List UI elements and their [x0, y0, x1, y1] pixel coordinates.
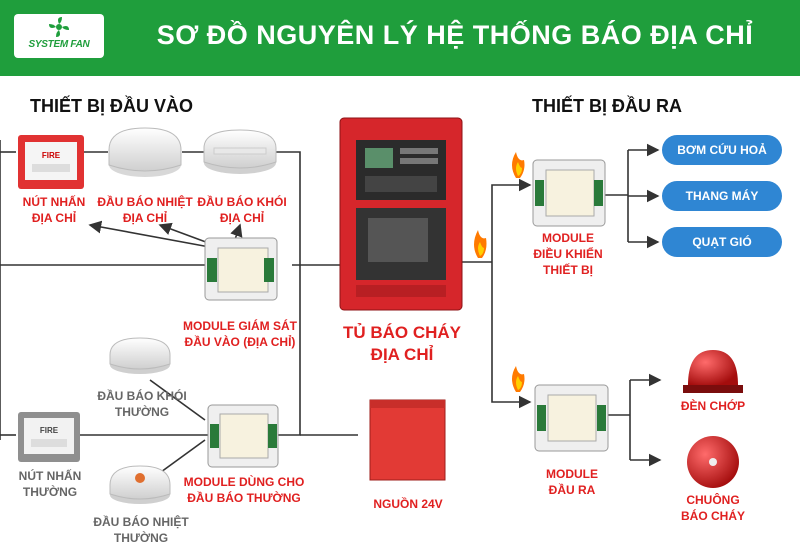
- logo-text: SYSTEM FAN: [28, 39, 90, 50]
- flame-icon: [474, 230, 487, 258]
- strobe-label: ĐÈN CHỚP: [680, 399, 746, 413]
- power-label: NGUỒN 24V: [373, 497, 443, 511]
- strobe-light: [683, 350, 743, 393]
- smoke-detector-addressable: [203, 129, 277, 174]
- page-title: SƠ ĐỒ NGUYÊN LÝ HỆ THỐNG BÁO ĐỊA CHỈ: [156, 20, 754, 50]
- heat-detector-addressable-label: ĐẦU BÁO NHIỆT ĐỊA CHỈ: [97, 195, 193, 225]
- control-module-label: MODULE ĐIỀU KHIỂN THIẾT BỊ: [533, 231, 603, 277]
- fire-alarm-panel: [339, 117, 463, 311]
- heat-detector-conventional-label: ĐẦU BÁO NHIỆT THƯỜNG: [93, 515, 189, 545]
- call-point-conventional-label: NÚT NHẤN THƯỜNG: [18, 469, 82, 499]
- smoke-detector-addressable-label: ĐẦU BÁO KHÓI ĐỊA CHỈ: [197, 195, 287, 225]
- elevator-pill: THANG MÁY: [662, 181, 782, 211]
- svg-text:FIRE: FIRE: [42, 151, 61, 160]
- monitor-module-label: MODULE GIÁM SÁT ĐẦU VÀO (ĐỊA CHỈ): [183, 319, 297, 349]
- flame-icon: [512, 366, 525, 392]
- fire-pump-pill: BƠM CỨU HOẢ: [662, 135, 782, 165]
- output-module-label: MODULE ĐẦU RA: [546, 467, 598, 497]
- control-module: [532, 159, 606, 227]
- heat-detector-conventional: [109, 465, 171, 504]
- flame-icon: [512, 152, 525, 178]
- input-wires: [0, 140, 358, 481]
- power-supply: [369, 399, 446, 481]
- logo: SYSTEM FAN: [14, 14, 104, 58]
- output-module: [534, 384, 609, 452]
- section-input-title: THIẾT BỊ ĐẦU VÀO: [30, 96, 194, 116]
- addressable-call-point: FIRE: [18, 135, 84, 189]
- fire-bell: [687, 436, 739, 488]
- section-output-title: THIẾT BỊ ĐẦU RA: [532, 96, 682, 116]
- monitor-module: [204, 237, 278, 301]
- conventional-zone-module: [207, 404, 279, 468]
- panel-label: TỦ BÁO CHÁY ĐỊA CHỈ: [342, 323, 462, 364]
- header-banner: SYSTEM FAN SƠ ĐỒ NGUYÊN LÝ HỆ THỐNG BÁO …: [0, 0, 800, 76]
- smoke-detector-conventional: [109, 337, 171, 374]
- smoke-detector-conventional-label: ĐẦU BÁO KHÓI THƯỜNG: [97, 389, 187, 419]
- svg-text:FIRE: FIRE: [40, 426, 59, 435]
- fan-icon: [49, 17, 69, 37]
- call-point-addressable-label: NÚT NHẤN ĐỊA CHỈ: [22, 195, 86, 225]
- output-wires: [462, 143, 662, 467]
- conventional-call-point: FIRE: [18, 412, 80, 462]
- bell-label: CHUÔNG BÁO CHÁY: [680, 493, 745, 523]
- fan-pill: QUẠT GIÓ: [662, 227, 782, 257]
- heat-detector-addressable: [108, 127, 182, 177]
- conventional-module-label: MODULE DÙNG CHO ĐẦU BÁO THƯỜNG: [183, 475, 305, 505]
